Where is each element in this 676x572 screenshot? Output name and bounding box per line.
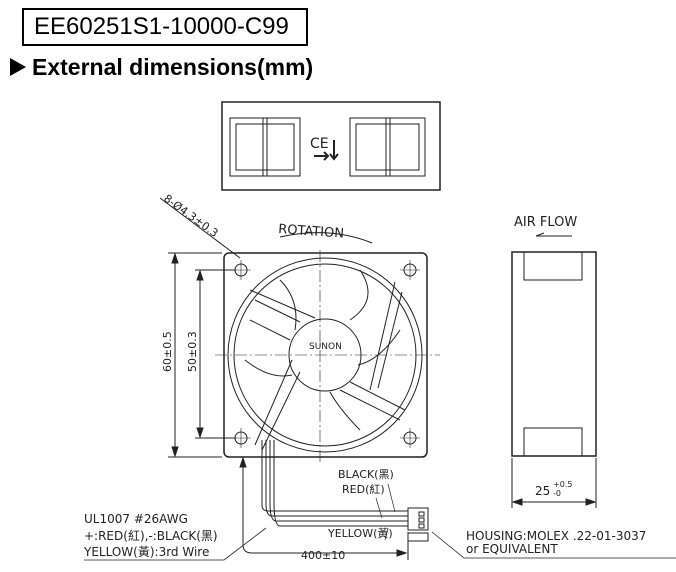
blades — [244, 269, 406, 451]
dim-outer-label: 60±0.5 — [161, 331, 174, 372]
rotation-arrow — [279, 232, 373, 244]
wire-black-label: BLACK(黑) — [338, 468, 394, 481]
ce-mark: CE — [310, 136, 329, 152]
wire-spec-line2: +:RED(紅),-:BLACK(黑) — [84, 529, 218, 543]
brand-label: SUNON — [309, 342, 342, 352]
top-view: CE — [221, 101, 441, 191]
housing-line2: or EQUIVALENT — [466, 542, 558, 556]
section-title: External dimensions(mm) — [10, 54, 313, 81]
wire-length-dim — [242, 462, 409, 560]
wire-spec-line1: UL1007 #26AWG — [84, 512, 188, 526]
hole-spec: 8-Ø4.3±0.3 — [161, 192, 220, 240]
airflow-arrow — [535, 232, 572, 237]
wire-length-label: 400±10 — [301, 549, 345, 562]
wire-spec-leader — [84, 527, 267, 561]
dim-depth-tol-upper: +0.5 — [553, 480, 572, 489]
front-view: SUNON — [215, 250, 440, 465]
top-vent-left — [229, 117, 301, 177]
dim-depth-label: 25 — [535, 484, 550, 498]
wire-spec-line3: YELLOW(黃):3rd Wire — [83, 545, 209, 559]
housing-line1: HOUSING:MOLEX .22-01-3037 — [466, 529, 646, 543]
arrows-icon — [314, 140, 339, 161]
wire-yellow-label: YELLOW(黃) — [327, 527, 393, 540]
dim-holes — [195, 269, 236, 439]
dim-outer — [168, 252, 222, 458]
rotation-label: ROTATION — [278, 222, 345, 242]
wire-bundle — [261, 440, 429, 542]
triangle-bullet-icon — [10, 58, 26, 76]
top-vent-right — [349, 117, 426, 177]
connector-housing — [407, 507, 429, 531]
wire-red-label: RED(紅) — [342, 483, 385, 496]
model-number: EE60251S1-10000-C99 — [22, 8, 308, 46]
center-lines — [215, 250, 440, 465]
mount-holes — [231, 260, 420, 448]
dim-depth-tol-lower: -0 — [553, 489, 561, 498]
hole-leader — [159, 197, 241, 259]
housing-leader — [431, 531, 676, 559]
dim-holes-label: 50±0.3 — [186, 331, 199, 372]
section-title-text: External dimensions(mm) — [32, 54, 314, 80]
airflow-label: AIR FLOW — [514, 215, 577, 230]
side-view — [511, 251, 597, 508]
